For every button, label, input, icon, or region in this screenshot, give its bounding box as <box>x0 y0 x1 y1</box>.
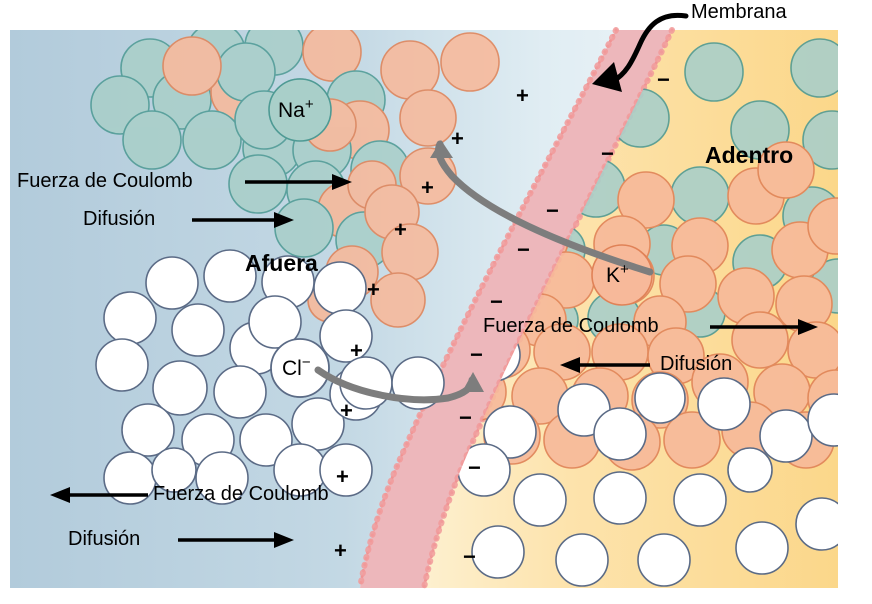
inner-negative-charge-0: − <box>657 67 670 92</box>
inner-negative-charge-5: − <box>470 342 483 367</box>
potassium-efflux-arrow <box>430 140 654 276</box>
outside-diffusion-arrow <box>192 212 294 228</box>
outside-coulomb-arrow <box>245 174 352 190</box>
chloride-influx-arrow <box>314 366 484 404</box>
potassium-symbol: K <box>606 264 621 287</box>
chloride-symbol: Cl <box>282 357 302 380</box>
chloride-ion-label: Cl− <box>282 355 311 380</box>
chloride-ion-circle <box>270 338 330 398</box>
inside-diffusion-label: Difusión <box>660 353 733 375</box>
bottom-diffusion-label: Difusión <box>68 528 141 550</box>
membrana-pointer-arrow <box>592 12 689 92</box>
outside-region-label: Afuera <box>245 250 318 276</box>
outer-positive-charge-6: + <box>340 398 353 423</box>
outer-positive-charge-2: + <box>421 175 434 200</box>
inside-coulomb-arrow <box>710 319 818 335</box>
inner-negative-charge-1: − <box>601 141 614 166</box>
inner-negative-charge-2: − <box>546 198 559 223</box>
membrane-label: Membrana <box>691 1 787 23</box>
outer-positive-charge-1: + <box>451 126 464 151</box>
bottom-coulomb-arrow <box>50 487 148 503</box>
chloride-charge: − <box>301 354 311 371</box>
outside-diffusion-label: Difusión <box>83 208 156 230</box>
outer-positive-charge-8: + <box>334 538 347 563</box>
bottom-diffusion-arrow <box>178 532 294 548</box>
inside-coulomb-label: Fuerza de Coulomb <box>483 315 659 337</box>
sodium-symbol: Na <box>278 99 305 122</box>
outside-coulomb-label: Fuerza de Coulomb <box>17 170 193 192</box>
bottom-coulomb-label: Fuerza de Coulomb <box>153 483 329 505</box>
outside-chloride-cluster <box>95 249 383 505</box>
sodium-charge: + <box>304 96 314 113</box>
sodium-ion-label: Na+ <box>278 97 314 122</box>
potassium-ion-label: K+ <box>606 262 629 287</box>
outer-positive-charge-5: + <box>350 338 363 363</box>
inside-diffusion-arrow <box>560 357 650 373</box>
inner-negative-charge-8: − <box>463 544 476 569</box>
sodium-ion-circle <box>268 78 332 142</box>
inside-chloride-cluster <box>457 328 838 587</box>
potassium-charge: + <box>620 261 629 278</box>
outside-ion-cluster <box>90 30 500 328</box>
inside-region-label: Adentro <box>705 142 794 168</box>
inner-negative-charge-4: − <box>490 289 503 314</box>
inner-negative-charge-3: − <box>517 237 530 262</box>
outer-positive-charge-0: + <box>516 83 529 108</box>
outer-positive-charge-7: + <box>336 464 349 489</box>
inner-negative-charge-7: − <box>468 455 481 480</box>
outer-positive-charge-3: + <box>394 217 407 242</box>
outer-positive-charge-4: + <box>367 277 380 302</box>
inner-negative-charge-6: − <box>459 405 472 430</box>
